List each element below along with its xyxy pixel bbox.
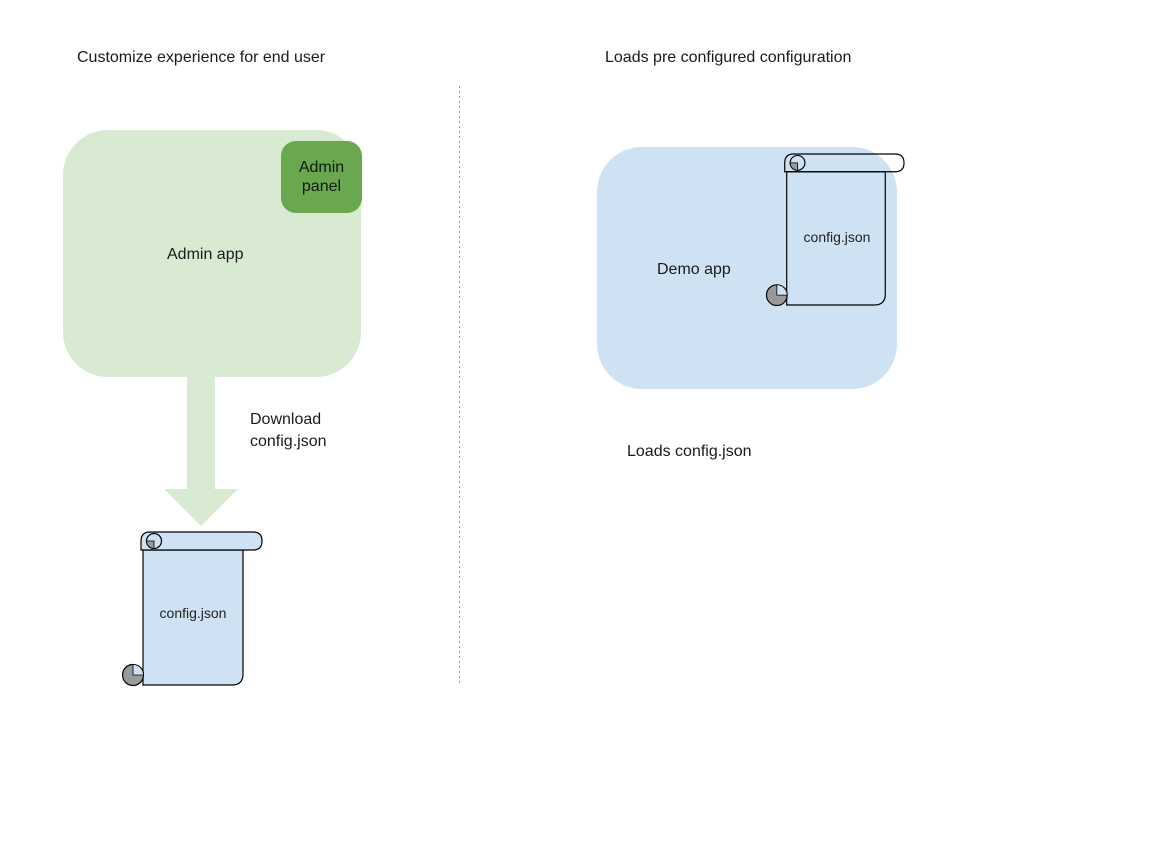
scroll-bottom-curl-highlight: [776, 284, 788, 296]
section-divider-dotted-line: [459, 86, 460, 685]
config-json-label-left: config.json: [159, 605, 227, 621]
scroll-body: [142, 549, 244, 686]
download-config-label: Download config.json: [250, 411, 327, 450]
scroll-spiral-shade: [146, 540, 155, 549]
arrow-shape: [164, 377, 238, 526]
loads-config-caption: Loads config.json: [627, 443, 752, 460]
right-section-title: Loads pre configured configuration: [605, 49, 852, 66]
scroll-spiral-shade: [789, 162, 798, 171]
demo-app-label: Demo app: [657, 261, 731, 278]
admin-panel-label: Admin panel: [298, 159, 345, 195]
config-file-scroll-icon: [121, 531, 263, 687]
scroll-body: [786, 171, 886, 306]
config-json-label-right: config.json: [803, 229, 871, 245]
download-arrow-icon: [164, 377, 238, 526]
scroll-bottom-curl-highlight: [132, 664, 144, 676]
scroll-top-roll: [140, 531, 263, 551]
admin-panel-box: Admin panel: [281, 141, 362, 213]
scroll-top-roll: [784, 153, 905, 173]
config-file-scroll-icon: [765, 153, 905, 307]
left-section-title: Customize experience for end user: [77, 49, 326, 66]
admin-app-label: Admin app: [167, 246, 244, 263]
demo-app-box: [597, 147, 897, 389]
